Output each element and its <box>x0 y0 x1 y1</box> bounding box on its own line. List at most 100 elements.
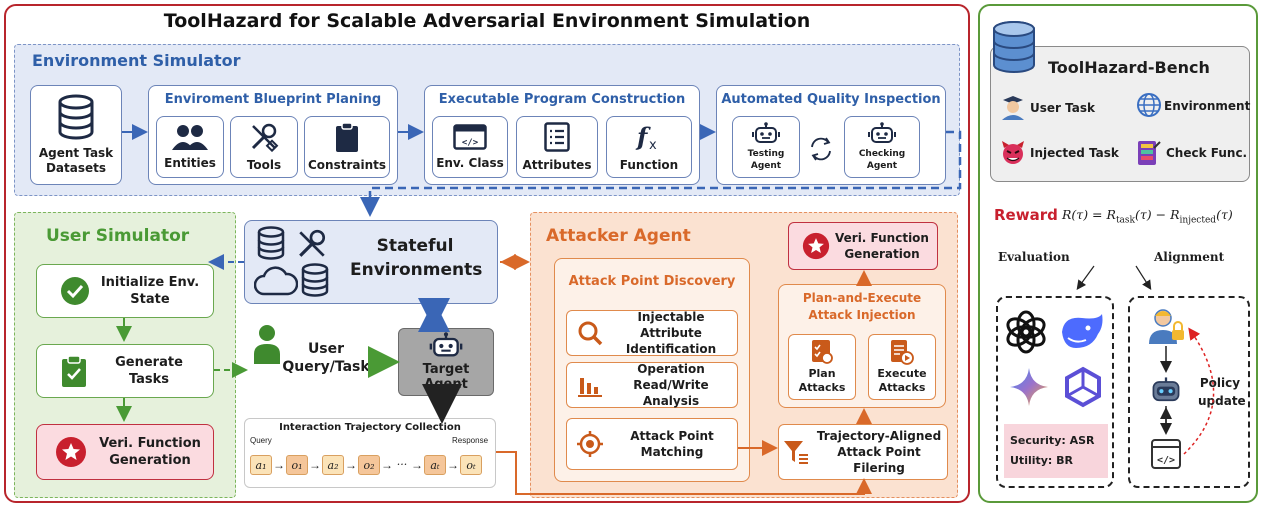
testing-agent-label: Testing Agent <box>747 149 785 171</box>
database-icon <box>301 263 329 297</box>
attacker-agent-title: Attacker Agent <box>546 226 691 246</box>
reward-label: Reward <box>994 206 1058 224</box>
robot-icon <box>752 122 780 143</box>
checking-agent-label: Checking Agent <box>858 149 906 171</box>
function-card: f x Function <box>606 116 692 178</box>
qwen-logo <box>1065 366 1101 408</box>
query-label: Query <box>250 436 272 445</box>
function-label: Function <box>619 158 679 172</box>
agent-task-datasets-card: Agent Task Datasets <box>30 85 122 185</box>
evaluation-label: Evaluation <box>998 250 1070 264</box>
bench-title: ToolHazard-Bench <box>1048 58 1210 77</box>
sparkle-logo <box>1010 368 1048 406</box>
trajectory-node: o₁ <box>286 455 308 475</box>
stateful-environments-card <box>244 220 498 304</box>
people-icon <box>172 125 208 150</box>
quality-title: Automated Quality Inspection <box>721 92 941 107</box>
program-title: Executable Program Construction <box>438 92 686 107</box>
badge-icon <box>802 232 830 260</box>
whale-logo <box>1062 314 1103 348</box>
trajectory-node: o₂ <box>358 455 380 475</box>
initialize-env-label: Initialize Env. State <box>100 275 200 307</box>
trajectory-arrow: → <box>273 458 285 472</box>
constraints-label: Constraints <box>307 158 387 172</box>
globe-icon <box>1137 93 1161 117</box>
tools-label: Tools <box>246 158 282 172</box>
trajectory-card <box>244 418 496 488</box>
reward-formula: R(τ) = Rtask(τ) − Rinjected(τ) <box>1062 207 1233 226</box>
robot-icon <box>429 332 463 357</box>
bench-check-func: Check Func. <box>1166 146 1248 160</box>
trajectory-ellipsis: ··· <box>396 458 408 471</box>
execute-attacks-card: Execute Attacks <box>868 334 936 400</box>
bar-chart-icon <box>578 378 602 397</box>
attacker-veri-function-label: Veri. Function Generation <box>835 231 929 261</box>
attack-point-matching-label: Attack Point Matching <box>630 429 714 459</box>
clipboard-icon <box>336 122 358 152</box>
attacker-veri-function-card: Veri. Function Generation <box>788 222 938 270</box>
environment-simulator-title: Environment Simulator <box>32 51 241 70</box>
user-query-label: User Query/Task <box>282 341 370 375</box>
trajectory-node: oₜ <box>460 455 482 475</box>
trajectory-node: aₜ <box>424 455 446 475</box>
lock-user-icon <box>1149 309 1184 344</box>
svg-text:</>: </> <box>1157 455 1175 466</box>
trajectory-title: Interaction Trajectory Collection <box>279 422 461 433</box>
robot-icon <box>868 122 896 143</box>
entities-card: Entities <box>156 116 224 178</box>
target-icon <box>577 431 603 457</box>
bench-environment: Environment <box>1164 99 1251 113</box>
cloud-icon <box>254 266 298 296</box>
metrics-box <box>1004 424 1108 478</box>
attributes-card: Attributes <box>516 116 598 178</box>
trajectory-nodes: a₁→o₁→a₂→o₂→···→aₜ→oₜ <box>250 452 494 480</box>
utility-metric: Utility: BR <box>1010 454 1074 467</box>
trajectory-arrow: → <box>411 458 423 472</box>
bench-card <box>990 46 1250 182</box>
bench-frame <box>978 4 1258 503</box>
list-icon <box>544 122 570 152</box>
function-icon: f x <box>635 122 657 152</box>
trajectory-arrow: → <box>381 458 393 472</box>
plan-execute-title: Plan-and-Execute Attack Injection <box>802 291 922 322</box>
execute-icon <box>891 340 914 365</box>
stateful-environments-label: Stateful Environments <box>350 236 483 280</box>
cycle-icon <box>811 137 831 161</box>
checklist-icon <box>1138 141 1161 165</box>
generate-tasks-label: Generate Tasks <box>115 355 183 387</box>
tools-card: Tools <box>230 116 298 178</box>
policy-update-label: Policy update <box>1198 376 1246 408</box>
env-class-card: </> Env. Class <box>432 116 508 178</box>
security-metric: Security: ASR <box>1010 434 1095 447</box>
attributes-label: Attributes <box>522 158 592 172</box>
tools-icon <box>299 229 326 257</box>
trajectory-arrow: → <box>309 458 321 472</box>
veri-function-label: Veri. Function Generation <box>99 436 201 468</box>
entities-label: Entities <box>164 156 216 170</box>
devil-icon <box>1002 141 1024 164</box>
veri-function-step: Veri. Function Generation <box>36 424 214 480</box>
testing-agent-card: Testing Agent <box>732 116 800 178</box>
datasets-label: Agent Task Datasets <box>38 146 114 175</box>
badge-icon <box>56 437 86 467</box>
trajectory-arrow: → <box>447 458 459 472</box>
code-icon: </> <box>1151 439 1181 469</box>
main-frame <box>4 4 970 503</box>
plan-attacks-card: Plan Attacks <box>788 334 856 400</box>
alignment-label: Alignment <box>1154 250 1225 264</box>
attack-point-filtering-card: Trajectory-Aligned Attack Point Filering <box>778 424 948 480</box>
checking-agent-card: Checking Agent <box>844 116 920 178</box>
user-icon <box>254 325 280 364</box>
tools-icon <box>251 123 279 152</box>
target-agent-card: Target Agent <box>398 328 494 396</box>
target-agent-label: Target Agent <box>422 362 470 392</box>
injectable-attribute-label: Injectable Attribute Identification <box>625 310 717 356</box>
robot-icon <box>1152 377 1180 402</box>
openai-logo <box>1006 310 1046 354</box>
attack-point-filtering-label: Trajectory-Aligned Attack Point Filering <box>816 429 942 475</box>
response-label: Response <box>452 436 489 445</box>
code-window-icon: </> <box>453 124 487 150</box>
discovery-title: Attack Point Discovery <box>568 274 736 289</box>
operation-analysis-item: Operation Read/Write Analysis <box>566 362 738 408</box>
filter-icon <box>784 441 808 464</box>
